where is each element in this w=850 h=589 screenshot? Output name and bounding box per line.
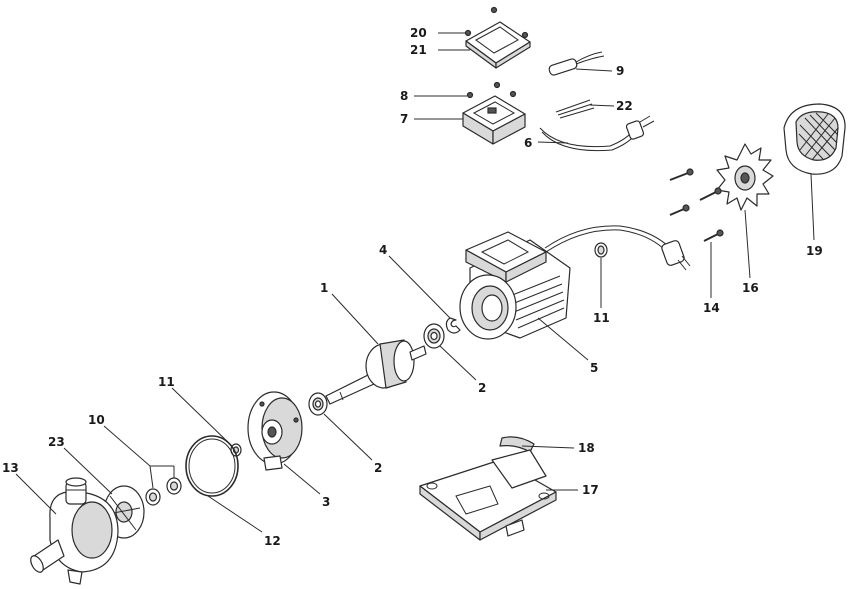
callout-labels: 20 21 9 8 7 22 6 19 16 14 11 5 4 2 1 2 3…: [2, 26, 823, 548]
part-10-mechanical-seal: [145, 477, 182, 506]
callout-22: 22: [616, 99, 633, 113]
part-7-terminal-box: [462, 95, 526, 145]
callout-12: 12: [264, 534, 281, 548]
part-21-terminal-cover: [465, 21, 531, 69]
callout-2-lower: 2: [374, 461, 382, 475]
part-17-base-plate: [419, 449, 557, 541]
part-8-box-screws: [466, 81, 517, 99]
part-19-fan-cover: [783, 103, 846, 175]
callout-21: 21: [410, 43, 427, 57]
callout-23: 23: [48, 435, 65, 449]
callout-5: 5: [590, 361, 598, 375]
callout-14: 14: [703, 301, 720, 315]
callout-10: 10: [88, 413, 105, 427]
callout-20: 20: [410, 26, 427, 40]
part-5-motor-housing: [459, 225, 691, 340]
part-22-wires: [555, 99, 595, 119]
callout-1: 1: [320, 281, 328, 295]
part-2-bearing-upper: [423, 323, 445, 349]
callout-4: 4: [379, 243, 387, 257]
motor-cooling-fins: [509, 275, 565, 329]
leader-lines: [15, 32, 815, 533]
callout-11-upper: 11: [593, 311, 610, 325]
callout-9: 9: [616, 64, 624, 78]
fan-cover-grille: [798, 112, 839, 161]
callout-2-upper: 2: [478, 381, 486, 395]
callout-17: 17: [582, 483, 599, 497]
part-13-pump-body: [30, 477, 119, 585]
callout-6: 6: [524, 136, 532, 150]
part-12-o-ring: [185, 435, 239, 497]
callout-8: 8: [400, 89, 408, 103]
callout-13: 13: [2, 461, 19, 475]
part-16-fan: [716, 143, 774, 211]
callout-11-lower: 11: [158, 375, 175, 389]
part-9-capacitor: [548, 51, 605, 76]
part-2-bearing-lower: [308, 392, 328, 416]
callout-18: 18: [578, 441, 595, 455]
callout-3: 3: [322, 495, 330, 509]
part-6-power-cable: [539, 115, 655, 152]
part-11-seal-upper: [594, 242, 608, 258]
part-3-end-flange: [247, 391, 303, 471]
part-4-circlip: [445, 317, 461, 334]
callout-16: 16: [742, 281, 759, 295]
callout-19: 19: [806, 244, 823, 258]
callout-7: 7: [400, 112, 408, 126]
part-1-rotor-shaft: [325, 339, 427, 405]
part-14-long-screws: [669, 168, 724, 242]
